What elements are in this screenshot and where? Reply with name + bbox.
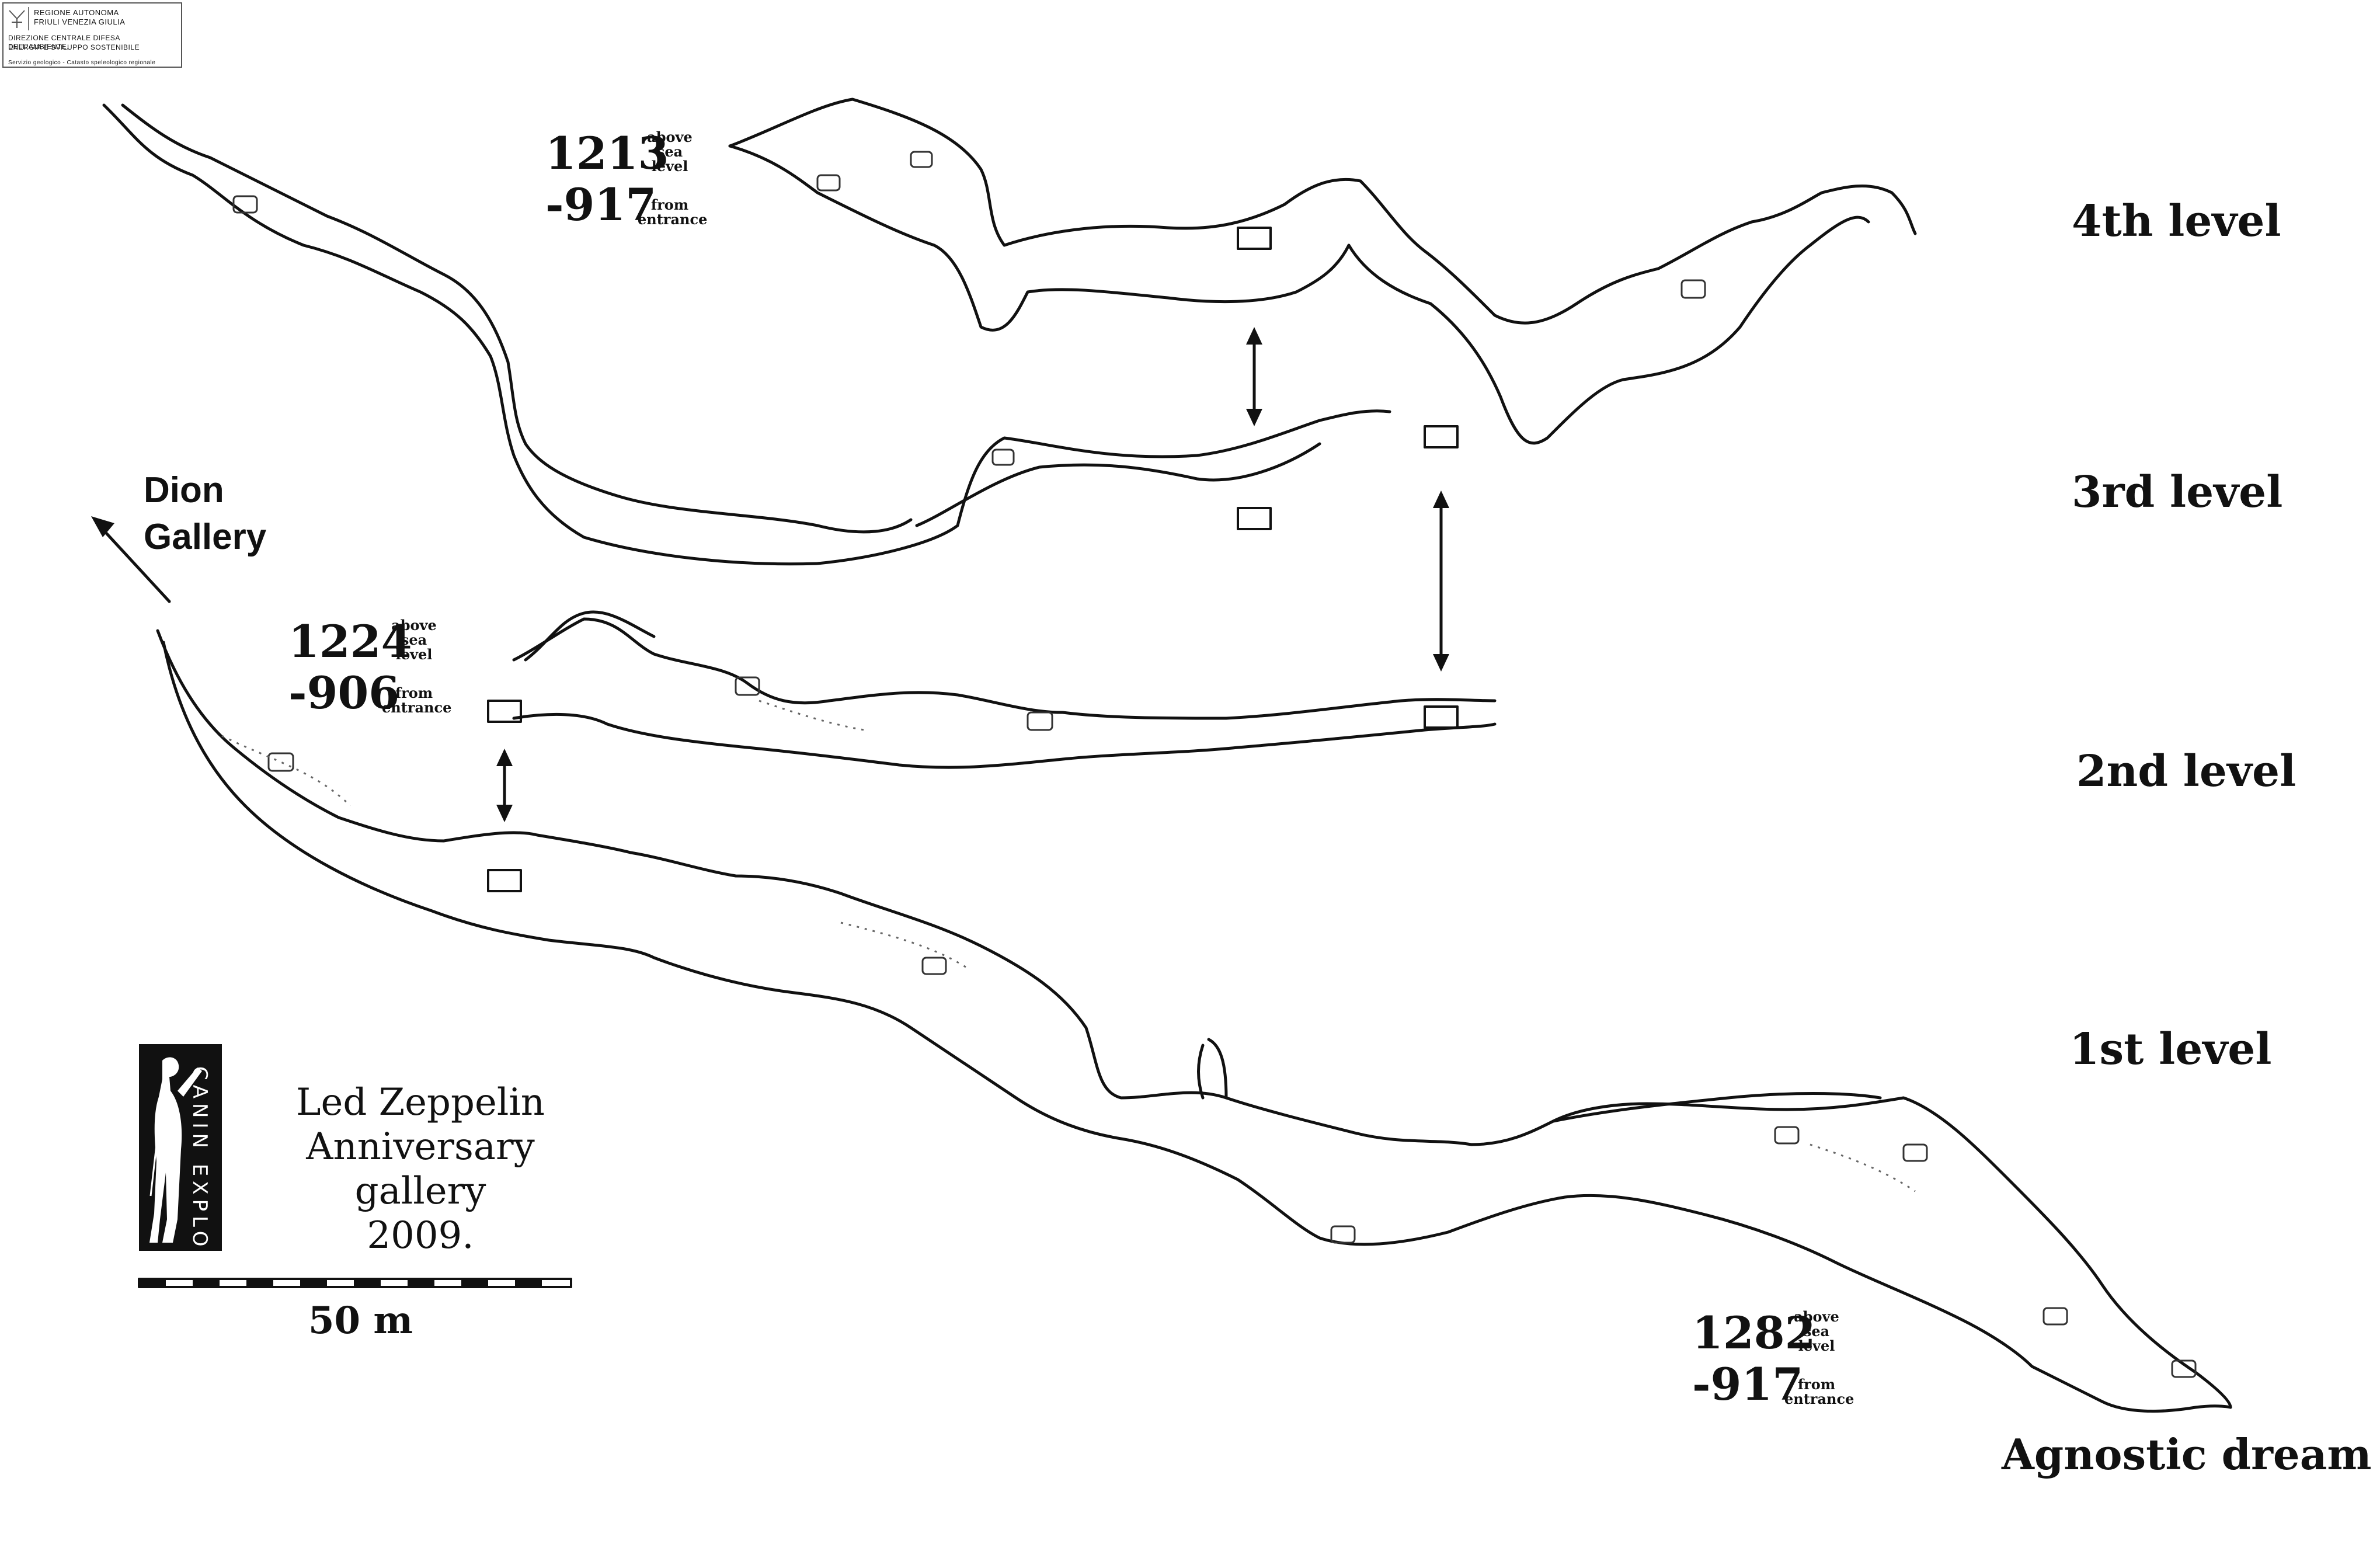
logo-line-3: DIREZIONE CENTRALE DIFESA DELL'AMBIENTE, xyxy=(8,34,120,51)
chamber-agnostic-north xyxy=(1551,1096,2232,1409)
station-marker-l2a xyxy=(487,700,522,723)
gallery-title-line2: Anniversary gallery xyxy=(306,1125,535,1213)
level-label-2: 2nd level xyxy=(2076,746,2297,797)
agnostic-dream-label: Agnostic dream xyxy=(2002,1430,2372,1479)
chamber-level4-c xyxy=(1347,215,1870,445)
dotted-edges xyxy=(221,700,1916,1192)
elevation-altitude: 1213 xyxy=(545,127,669,179)
dion-label-line1: Dion xyxy=(144,470,224,510)
passage-level1-south xyxy=(162,641,1835,1263)
passage-level2-top xyxy=(512,617,1497,720)
scale-label: 50 m xyxy=(308,1299,413,1343)
arrowhead-2-1-up xyxy=(496,749,513,766)
arrowhead-dion xyxy=(91,516,114,537)
elevation-depth: -917 xyxy=(545,179,657,231)
gallery-title-line3: 2009. xyxy=(367,1214,474,1257)
logo-line-1: REGIONE AUTONOMA xyxy=(34,8,119,17)
elevation-alt-note: above sea level xyxy=(391,617,437,663)
elevation-alt-note: above sea level xyxy=(647,128,693,175)
elevation-alt-note: above sea level xyxy=(1794,1308,1839,1354)
elevation-altitude: 1224 xyxy=(288,615,412,667)
chamber-level4-b xyxy=(728,144,1351,332)
arrowhead-3-2-up xyxy=(1433,491,1449,508)
arrowhead-3-2-down xyxy=(1433,654,1449,672)
scale-bar-segments xyxy=(139,1279,542,1287)
chamber-level4-d xyxy=(1359,179,1917,325)
dion-label-line2: Gallery xyxy=(144,517,267,557)
arrowhead-4-3-down xyxy=(1246,409,1262,426)
elevation-depth-note: from entrance xyxy=(1784,1376,1854,1407)
elevation-depth: -917 xyxy=(1692,1358,1804,1410)
station-marker-l3b xyxy=(1237,507,1272,530)
arrowhead-4-3-up xyxy=(1246,327,1262,345)
gallery-title-line1: Led Zeppelin xyxy=(296,1081,545,1124)
logo-line-2: FRIULI VENEZIA GIULIA xyxy=(34,18,126,26)
chamber-level4-a xyxy=(728,98,1362,247)
elevation-block-mid: 1224 above sea level -906 from entrance xyxy=(288,615,458,726)
canin-explo-logo xyxy=(139,1044,222,1251)
boulder-symbols xyxy=(232,151,2197,1378)
elevation-depth-note: from entrance xyxy=(638,196,708,228)
elevation-block-bottom: 1282 above sea level -917 from entrance xyxy=(1692,1307,1861,1418)
chamber-agnostic-south xyxy=(1832,1260,2232,1413)
station-marker-l1 xyxy=(487,869,522,892)
station-marker-l4 xyxy=(1237,227,1272,250)
station-marker-l3a xyxy=(1424,425,1459,448)
gallery-title: Led Zeppelin Anniversary gallery 2009. xyxy=(257,1080,584,1258)
passage-level1-north xyxy=(156,629,1882,1146)
level-label-3: 3rd level xyxy=(2072,467,2283,517)
elevation-depth: -906 xyxy=(288,667,400,719)
shaft-level1 xyxy=(1197,1038,1228,1100)
passage-upper-west-inner xyxy=(121,103,913,534)
station-marker-l2b xyxy=(1424,705,1459,729)
elevation-block-top: 1213 above sea level -917 from entrance xyxy=(545,127,715,238)
eagle-crest-icon xyxy=(7,7,29,30)
caver-silhouette-icon xyxy=(149,1057,202,1243)
passage-upper-west xyxy=(102,103,1391,566)
dion-gallery-label: Dion Gallery xyxy=(144,467,266,561)
level-label-1: 1st level xyxy=(2069,1024,2272,1074)
passage-upper-west-inner-b xyxy=(915,442,1321,527)
passage-level2-bottom xyxy=(512,712,1497,769)
elevation-altitude: 1282 xyxy=(1692,1307,1816,1359)
sponsor-text: CANIN EXPLO xyxy=(188,1066,211,1251)
logo-line-4: ENERGIA E SVILUPPO SOSTENIBILE xyxy=(8,43,140,51)
arrowhead-2-1-down xyxy=(496,805,513,822)
level-label-4: 4th level xyxy=(2072,196,2281,246)
passage-level2-top-b xyxy=(524,610,656,662)
elevation-depth-note: from entrance xyxy=(382,684,452,716)
agency-logo: REGIONE AUTONOMA FRIULI VENEZIA GIULIA D… xyxy=(2,2,182,68)
logo-line-5: Servizio geologico - Catasto speleologic… xyxy=(8,60,156,66)
dion-direction-arrow xyxy=(98,524,171,603)
